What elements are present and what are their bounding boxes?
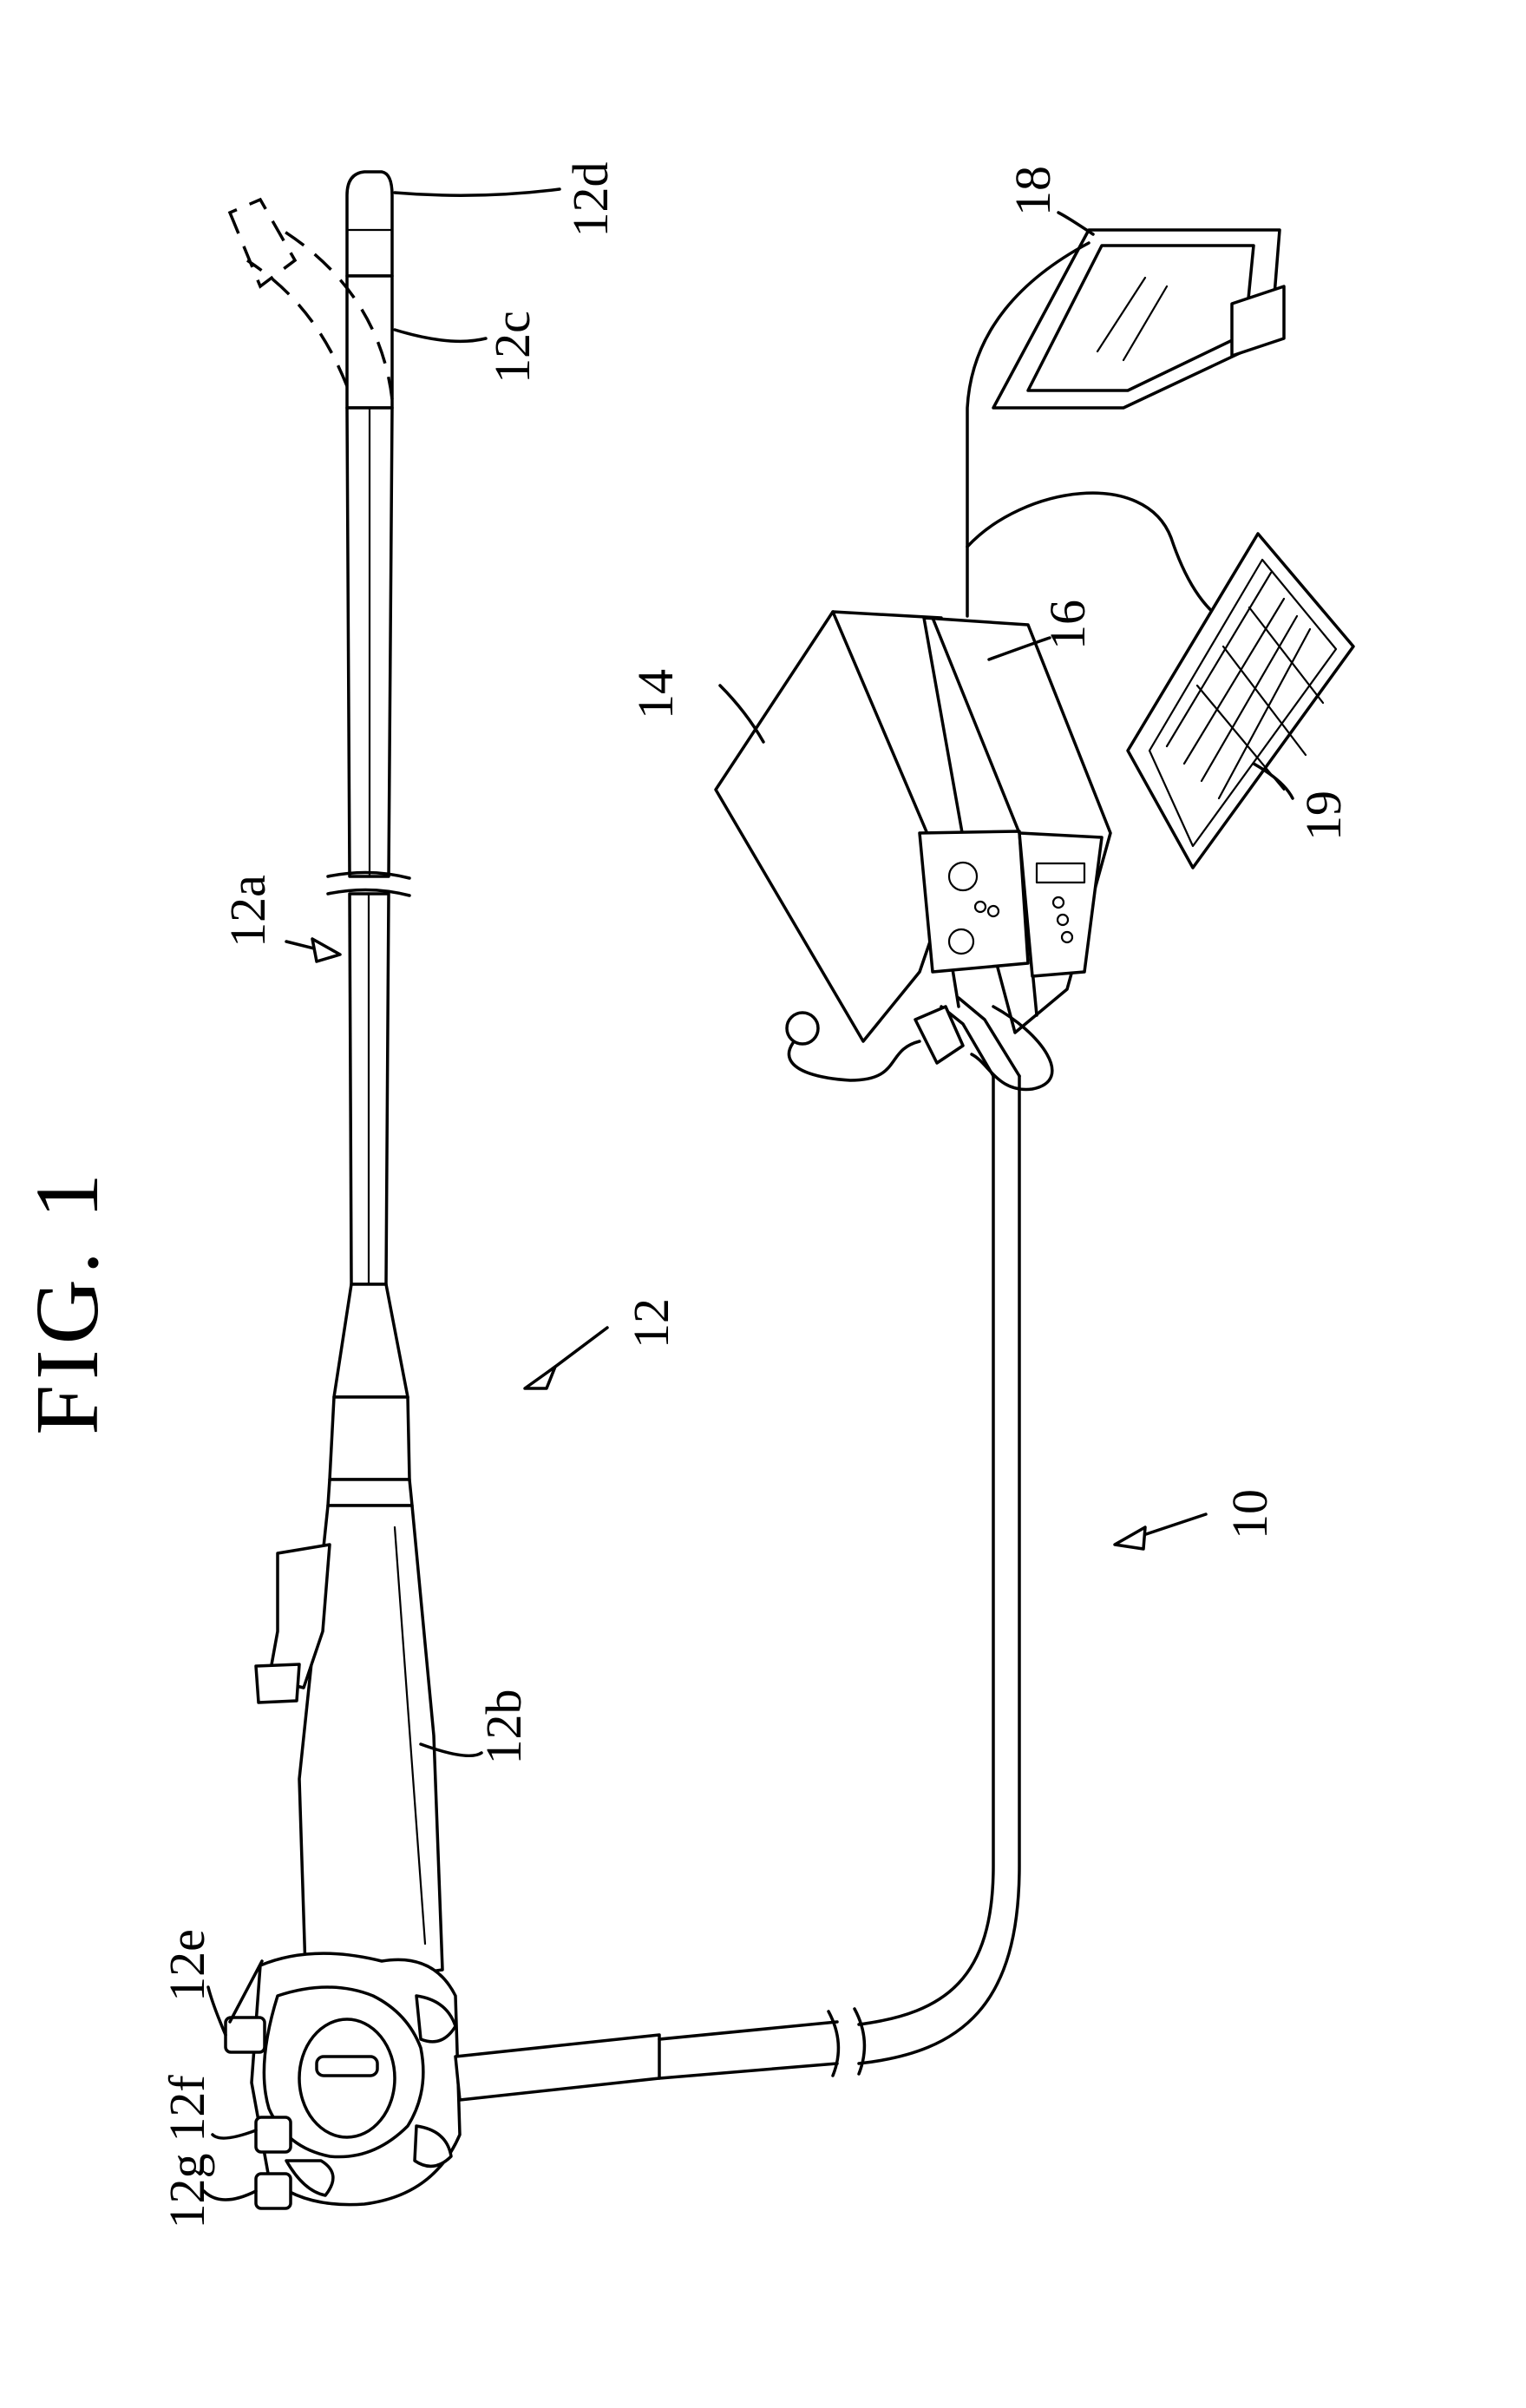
bent-position-outline	[247, 260, 347, 386]
insertion-tube	[230, 172, 409, 1284]
universal-cord	[455, 998, 1019, 2100]
label-12e: 12e	[159, 1929, 215, 2002]
cord-relief	[455, 2035, 659, 2100]
knob-center	[299, 2019, 395, 2137]
label-12b: 12b	[475, 1690, 532, 1765]
monitor	[967, 230, 1284, 625]
strain-relief	[334, 1284, 408, 1397]
cord	[859, 1076, 993, 2024]
button-12f	[256, 2117, 291, 2152]
front-panel-14	[920, 831, 1028, 972]
label-12: 12	[623, 1298, 679, 1348]
light-source-box	[716, 612, 967, 1041]
leader-12c	[395, 330, 486, 341]
button-12e	[226, 2018, 265, 2052]
label-14: 14	[627, 669, 684, 719]
label-16: 16	[1039, 600, 1096, 650]
leader-12d	[395, 189, 560, 195]
label-10: 10	[1221, 1489, 1278, 1539]
device-stack	[716, 612, 1110, 1089]
leader-19	[1254, 764, 1293, 798]
label-18: 18	[1005, 166, 1061, 216]
front-panel-16	[1019, 833, 1102, 976]
button-12g	[256, 2174, 291, 2208]
label-12g: 12g	[159, 2154, 215, 2229]
connector	[915, 1007, 963, 1063]
distal-tip	[347, 172, 392, 276]
label-12a: 12a	[219, 875, 276, 948]
leader-12f	[213, 2130, 256, 2138]
leader-14	[720, 686, 763, 742]
label-12d: 12d	[562, 162, 619, 238]
label-12f: 12f	[159, 2075, 215, 2142]
figure-title: FIG. 1	[17, 1168, 117, 1435]
leader-18	[1058, 213, 1093, 234]
label-12c: 12c	[484, 311, 540, 384]
label-19: 19	[1295, 791, 1352, 841]
